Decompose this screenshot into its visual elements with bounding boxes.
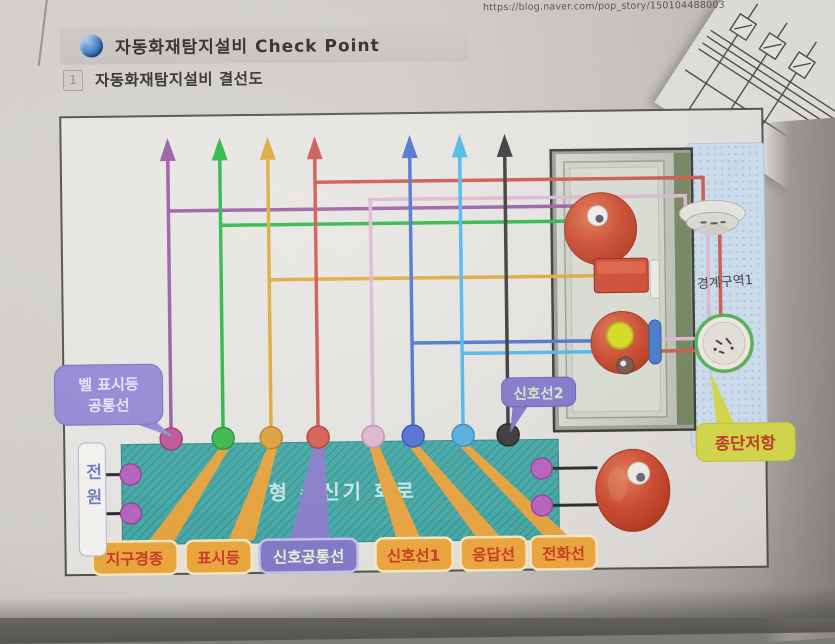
warning-zone-strip [687, 142, 768, 448]
wire-lamp [259, 136, 598, 443]
svg-text:벨 표시등: 벨 표시등 [78, 375, 139, 394]
callout-signal-line-2: 신호선2 [501, 376, 577, 433]
wire-answer [401, 135, 594, 442]
section-title: 자동화재탐지설비 결선도 [94, 69, 264, 90]
callout-end-resistor: 종단저항 [695, 371, 796, 462]
globe-icon [79, 34, 104, 58]
label-telephone [529, 534, 598, 571]
label-signal-common [258, 537, 359, 575]
main-bell [595, 448, 671, 532]
svg-text:신호선1: 신호선1 [387, 547, 441, 566]
svg-text:표시등: 표시등 [197, 549, 240, 568]
svg-text:신호공통선: 신호공통선 [273, 548, 345, 567]
wire-signal-common [368, 193, 711, 442]
section-number-box: 1 [62, 69, 84, 91]
header-band: 자동화재탐지설비 Check Point [59, 24, 469, 65]
label-district-bell [91, 539, 179, 577]
wire-signal-1 [306, 136, 723, 443]
terminal-dots [159, 423, 520, 451]
svg-text:지구경종: 지구경종 [106, 550, 163, 569]
side-connections [105, 457, 599, 525]
smoke-detector [678, 199, 746, 236]
svg-text:신호선2: 신호선2 [513, 385, 563, 403]
section-heading: 1 자동화재탐지설비 결선도 [62, 67, 264, 91]
label-signal-1 [374, 536, 454, 573]
terminal-labels: 지구경종 표시등 신호공통선 신호선1 응답선 전화선 [91, 534, 598, 577]
table-right-shadow [763, 117, 835, 643]
detector-base [694, 313, 754, 373]
svg-text:전화선: 전화선 [542, 544, 585, 564]
svg-text:응답선: 응답선 [472, 545, 515, 565]
svg-text:종단저항: 종단저항 [715, 433, 776, 454]
power-label: 전원 [77, 442, 108, 557]
callout-bell-lamp-common: 벨 표시등 공통선 [53, 363, 174, 437]
zone-label: 경계구역1 [696, 273, 753, 293]
wire-district-bell [211, 137, 569, 444]
indicator-lamp-unit [590, 310, 662, 375]
page-title: 자동화재탐지설비 Check Point [114, 35, 380, 59]
label-lamp [184, 538, 253, 575]
terminal-fans [148, 445, 569, 542]
wires [159, 133, 723, 444]
label-answer [459, 535, 528, 572]
svg-text:전원: 전원 [81, 463, 102, 513]
wire-telephone [451, 134, 594, 441]
wiring-diagram-sheet: 경계구역1 P형 수신기 회로 [53, 107, 796, 577]
svg-text:공통선: 공통선 [88, 396, 130, 415]
manual-call-button [593, 257, 660, 299]
cabinet-bell [564, 192, 638, 266]
